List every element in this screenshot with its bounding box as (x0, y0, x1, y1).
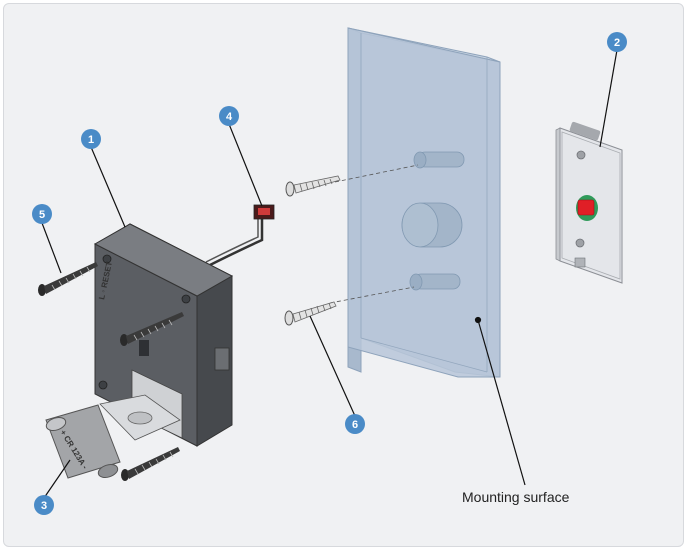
screw-bottom (121, 447, 180, 481)
mounting-screw-upper (285, 175, 341, 197)
mounting-surface-panel (347, 27, 501, 378)
screw-middle (120, 312, 184, 346)
receiver-plate (555, 121, 623, 284)
leader-lines (41, 49, 618, 499)
mounting-screw-lower (284, 301, 337, 326)
callout-1: 1 (81, 129, 101, 149)
svg-text:4: 4 (226, 111, 233, 123)
status-led (576, 195, 598, 221)
mounting-surface-label: Mounting surface (462, 489, 570, 505)
mounting-hole-upper (413, 151, 465, 169)
mounting-hole-center (401, 202, 463, 248)
alignment-lines (329, 164, 419, 304)
svg-text:6: 6 (352, 419, 358, 431)
callout-4: 4 (219, 106, 239, 126)
screw-upper-left (38, 262, 98, 296)
svg-text:2: 2 (614, 37, 620, 49)
svg-text:5: 5 (39, 209, 45, 221)
svg-text:1: 1 (88, 134, 94, 146)
battery-cr123a: + CR 123A - (45, 404, 121, 479)
callout-6: 6 (345, 414, 365, 434)
lock-body: L ◦ RESET (93, 223, 234, 447)
cable-connector (205, 204, 275, 267)
callout-2: 2 (607, 32, 627, 52)
svg-text:3: 3 (41, 500, 47, 512)
callout-5: 5 (32, 204, 52, 224)
callout-3: 3 (34, 495, 54, 515)
mounting-hole-lower (409, 273, 461, 291)
